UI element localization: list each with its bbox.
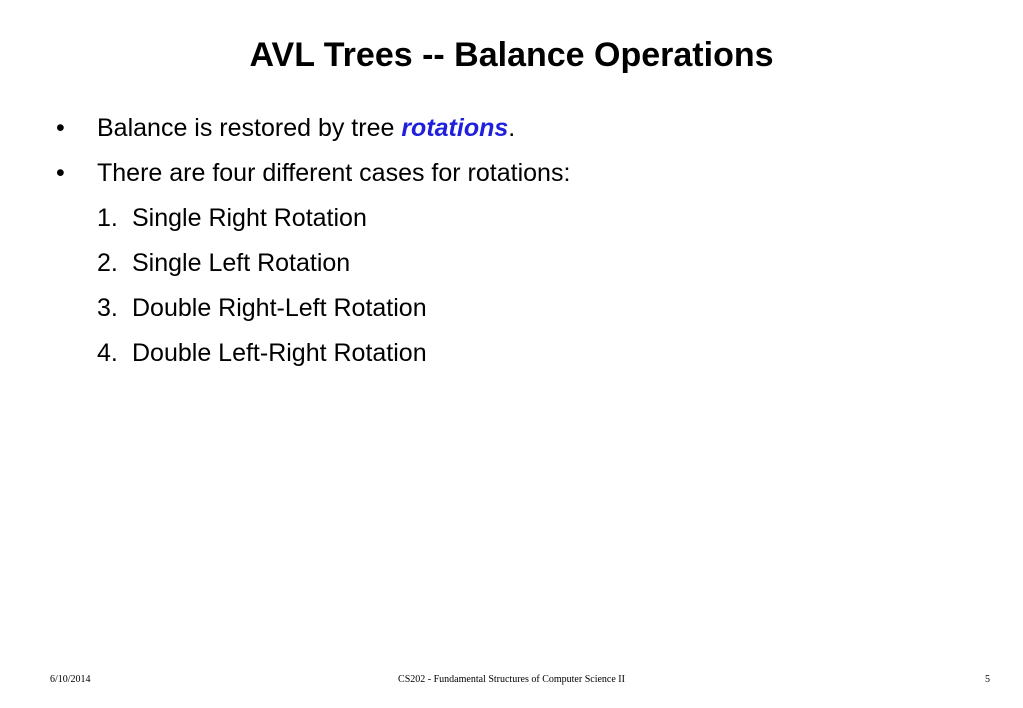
slide-title: AVL Trees -- Balance Operations xyxy=(249,36,774,74)
bullet-text: There are four different cases for rotat… xyxy=(97,159,571,187)
case-number: 2. xyxy=(97,249,118,277)
bullet-list: • Balance is restored by tree rotations.… xyxy=(0,106,1023,376)
case-item: 4. Double Left-Right Rotation xyxy=(0,331,1023,376)
bullet-item: • There are four different cases for rot… xyxy=(0,151,1023,196)
case-label: Double Right-Left Rotation xyxy=(132,294,427,322)
footer-page-number: 5 xyxy=(985,674,990,685)
case-item: 1. Single Right Rotation xyxy=(0,196,1023,241)
case-number: 3. xyxy=(97,294,118,322)
case-item: 3. Double Right-Left Rotation xyxy=(0,286,1023,331)
bullet-marker: • xyxy=(56,159,65,187)
case-number: 4. xyxy=(97,339,118,367)
bullet-text-before: Balance is restored by tree xyxy=(97,114,402,142)
case-number: 1. xyxy=(97,204,118,232)
emphasized-term: rotations xyxy=(401,114,509,142)
bullet-marker: • xyxy=(56,114,65,142)
case-label: Double Left-Right Rotation xyxy=(132,339,427,367)
footer-date: 6/10/2014 xyxy=(50,674,91,685)
case-item: 2. Single Left Rotation xyxy=(0,241,1023,286)
footer-course: CS202 - Fundamental Structures of Comput… xyxy=(398,674,625,685)
bullet-item: • Balance is restored by tree rotations. xyxy=(0,106,1023,151)
case-label: Single Left Rotation xyxy=(132,249,351,277)
bullet-text: Balance is restored by tree rotations. xyxy=(97,106,515,151)
bullet-text-after: . xyxy=(508,114,516,142)
case-label: Single Right Rotation xyxy=(132,204,367,232)
